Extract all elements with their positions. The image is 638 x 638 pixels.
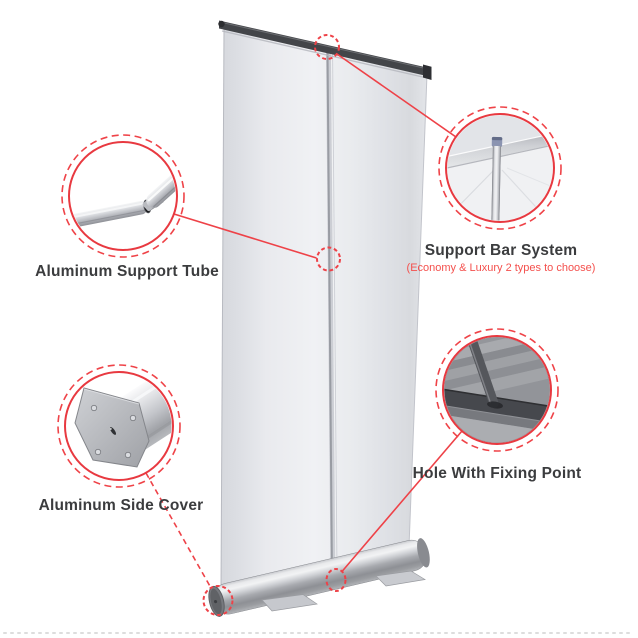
callout-circle-support-tube xyxy=(61,134,185,258)
connector-support-bar xyxy=(336,53,457,138)
support-bar-photo xyxy=(447,115,553,221)
top-rail-inner xyxy=(447,131,553,169)
base-right-cap xyxy=(417,538,430,568)
banner-right-edge xyxy=(408,73,428,548)
base-foot-right xyxy=(375,570,426,587)
banner-stand xyxy=(208,20,432,617)
support-tube-photo xyxy=(70,160,176,229)
connector-support-tube xyxy=(173,213,317,259)
side-cover-center-pin xyxy=(109,427,117,435)
top-rail-right-cap xyxy=(423,64,432,80)
support-bar-pole xyxy=(491,136,503,221)
callout-circle-support-bar xyxy=(438,106,562,230)
callout-label-text: Aluminum Side Cover xyxy=(38,497,204,514)
callout-label-text: Support Bar System xyxy=(424,242,578,259)
hotspot-top-rail xyxy=(314,34,340,60)
connector-side-cover xyxy=(145,472,212,589)
base-foot-left xyxy=(261,594,318,612)
callout-label-support-tube: Aluminum Support Tube xyxy=(14,262,240,281)
callout-label-fixing-hole: Hole With Fixing Point xyxy=(384,464,610,483)
top-rail-left-cap xyxy=(218,20,225,28)
fixing-hole-photo xyxy=(444,337,550,443)
callout-circle-fixing-hole xyxy=(435,328,559,452)
callout-circle-side-cover xyxy=(57,364,181,488)
top-rail xyxy=(218,20,432,80)
callout-label-side-cover: Aluminum Side Cover xyxy=(8,496,234,515)
base-cylinder xyxy=(208,538,430,617)
callout-label-support-bar: Support Bar System (Economy & Luxury 2 t… xyxy=(388,241,614,275)
hotspot-base-center xyxy=(325,568,347,592)
side-cover-screws xyxy=(90,404,137,459)
fixing-pole xyxy=(466,337,499,409)
banner-left-edge xyxy=(220,27,225,590)
callout-sublabel-text: (Economy & Luxury 2 types to choose) xyxy=(406,262,596,274)
support-pole-seam xyxy=(326,49,338,579)
callout-connectors xyxy=(145,53,463,589)
hotspot-mid-pole xyxy=(316,246,341,272)
hotspot-base-left-cap xyxy=(202,585,234,616)
callout-label-text: Hole With Fixing Point xyxy=(412,465,582,482)
side-cover-photo xyxy=(74,373,172,468)
callout-label-text: Aluminum Support Tube xyxy=(35,263,219,280)
banner-cloth xyxy=(221,27,427,589)
connector-fixing-hole xyxy=(341,430,463,573)
base-top-ridges xyxy=(444,337,550,406)
